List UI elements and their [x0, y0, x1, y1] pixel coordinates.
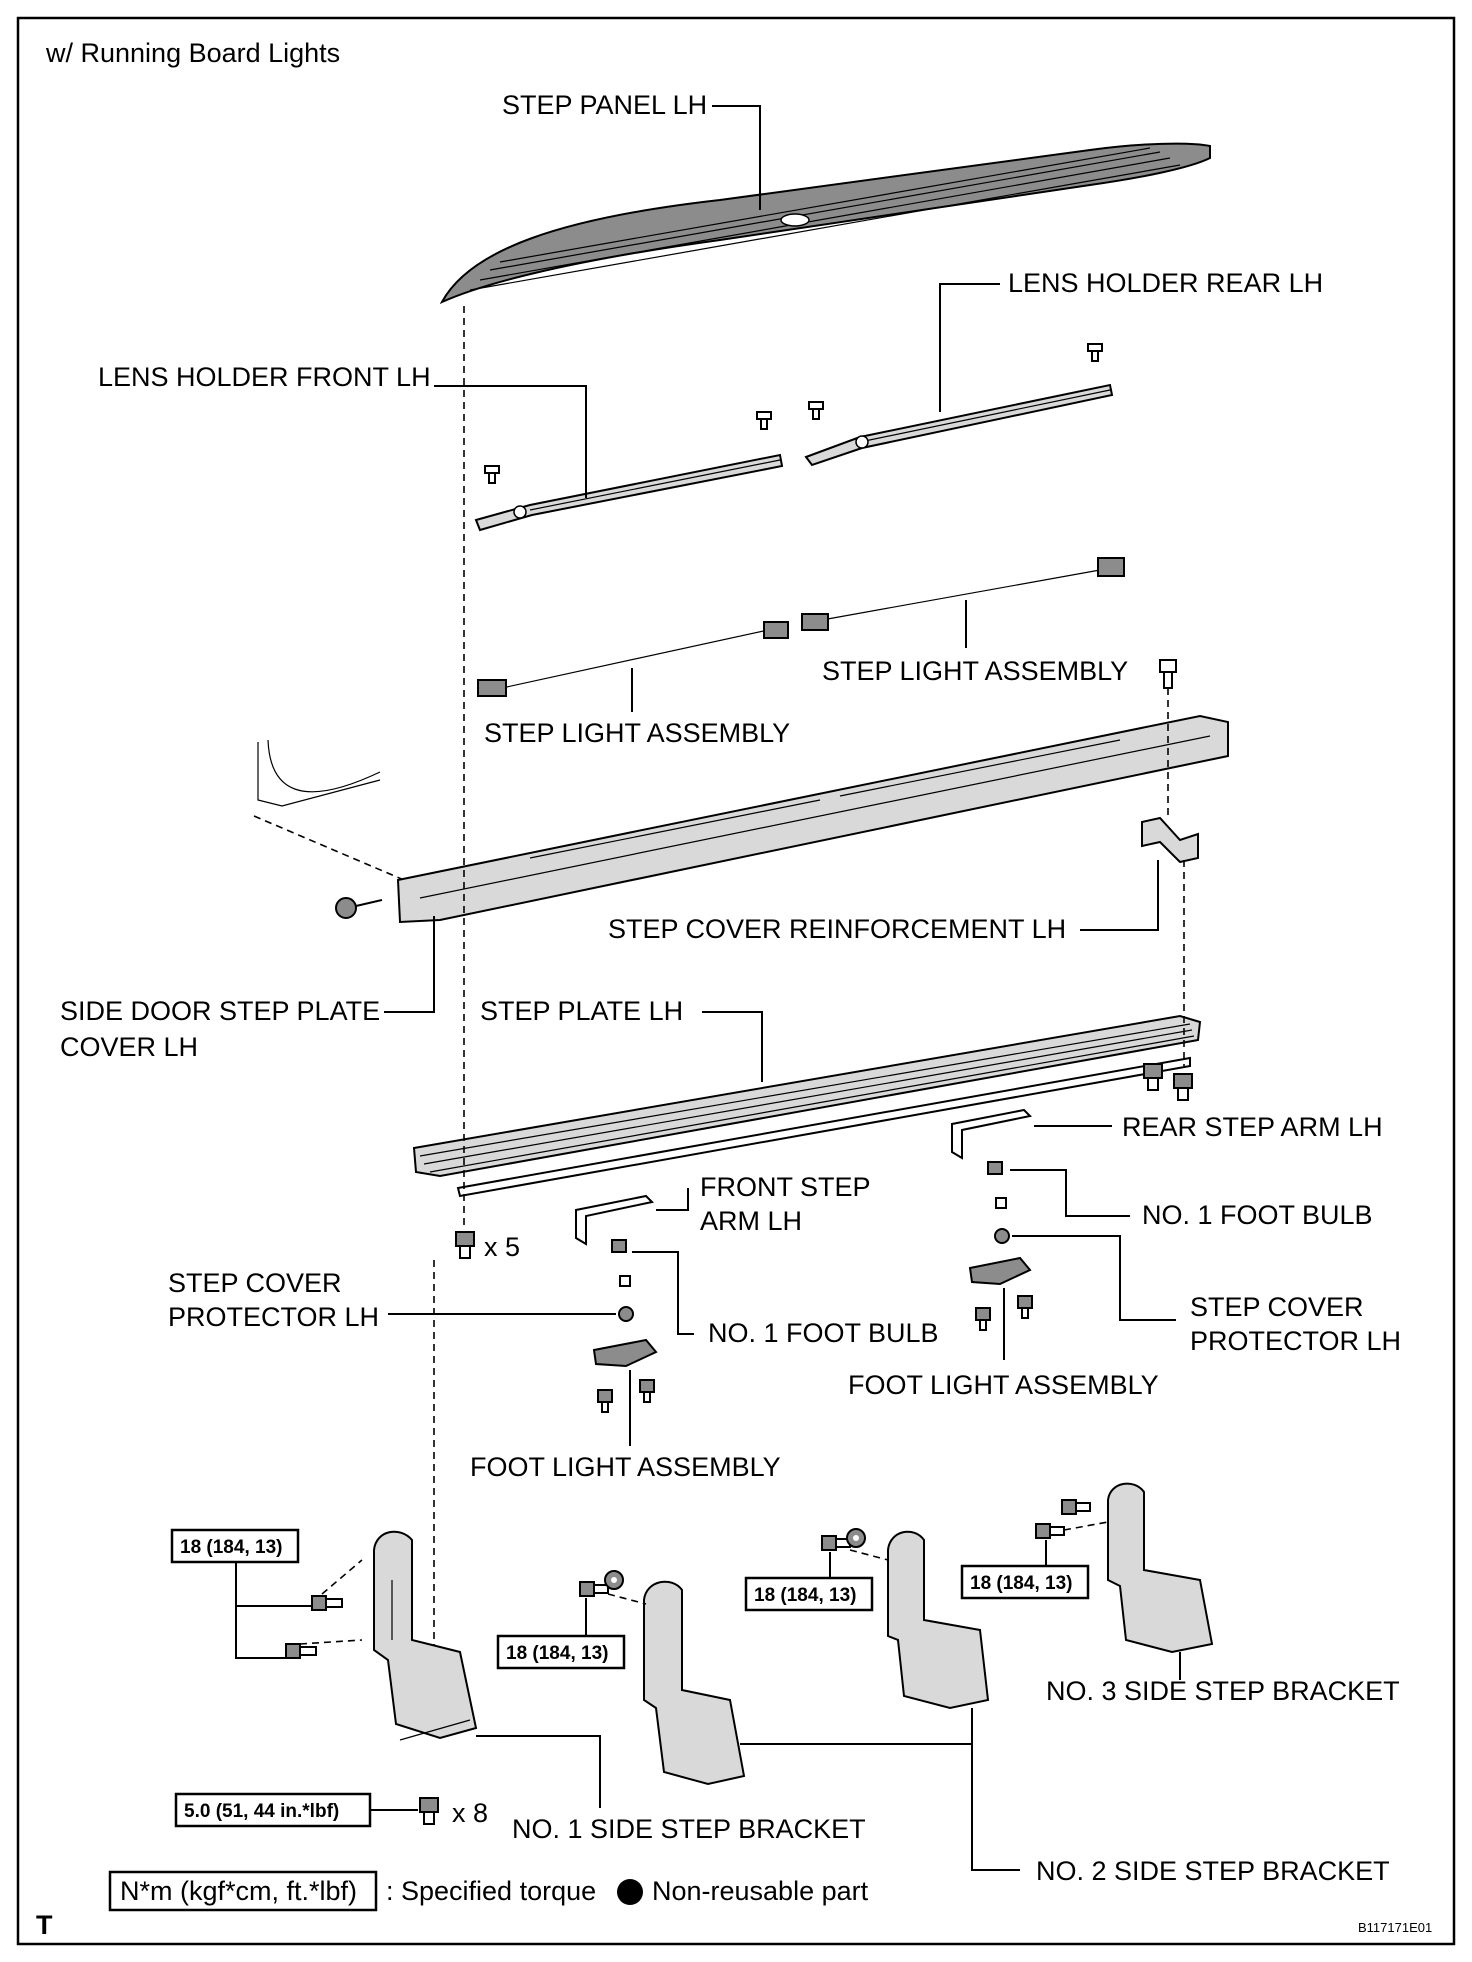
legend-torque-unit: N*m (kgf*cm, ft.*lbf): [120, 1876, 357, 1906]
torque-5: 5.0 (51, 44 in.*lbf): [184, 1801, 339, 1822]
legend-torque-text: : Specified torque: [386, 1876, 596, 1906]
vehicle-body-outline: [257, 739, 381, 807]
variant-label: w/ Running Board Lights: [45, 38, 340, 68]
label-bracket-3: NO. 3 SIDE STEP BRACKET: [1046, 1676, 1400, 1706]
bracket-3-bolt-a: [1035, 1523, 1065, 1539]
rear-cover-protector-part: [994, 1228, 1010, 1244]
label-front-step-arm-1: FRONT STEP: [700, 1172, 871, 1202]
side-step-bracket-1-part: [373, 1530, 478, 1741]
bracket-2b-nut: [846, 1528, 866, 1548]
bracket-2a-nut: [604, 1570, 624, 1590]
lens-holder-rear-part: [804, 383, 1114, 467]
figure-id: B117171E01: [1358, 1920, 1432, 1935]
bracket-2a-bolt: [579, 1581, 609, 1597]
label-side-door-plate-1: SIDE DOOR STEP PLATE: [60, 996, 380, 1026]
torque-2: 18 (184, 13): [506, 1643, 608, 1664]
side-step-bracket-2b-part: [887, 1530, 990, 1710]
lens-holder-front-part: [474, 453, 784, 532]
label-side-door-plate-2: COVER LH: [60, 1032, 198, 1062]
label-cover-protector-front-2: PROTECTOR LH: [168, 1302, 379, 1332]
bracket-1-bolt-b: [285, 1643, 317, 1659]
label-step-light-front: STEP LIGHT ASSEMBLY: [484, 718, 790, 748]
label-foot-bulb-front: NO. 1 FOOT BULB: [708, 1318, 939, 1348]
bracket-1-bottom-bolt: [419, 1797, 439, 1825]
label-lens-holder-rear: LENS HOLDER REAR LH: [1008, 268, 1323, 298]
corner-mark: T: [36, 1910, 53, 1940]
label-foot-light-rear: FOOT LIGHT ASSEMBLY: [848, 1370, 1159, 1400]
front-step-arm-part: [575, 1194, 655, 1246]
label-step-cover-reinforcement: STEP COVER REINFORCEMENT LH: [608, 914, 1066, 944]
label-qty-5: x 5: [484, 1232, 520, 1262]
rear-foot-bulb-part: [987, 1161, 1007, 1209]
lens-screw-1: [484, 465, 500, 484]
bracket-1-bolt-a: [311, 1595, 343, 1611]
rear-step-arm-part: [951, 1108, 1033, 1160]
label-rear-step-arm: REAR STEP ARM LH: [1122, 1112, 1383, 1142]
step-light-front-part: [477, 621, 789, 697]
side-step-bracket-2a-part: [643, 1580, 746, 1786]
label-foot-bulb-rear: NO. 1 FOOT BULB: [1142, 1200, 1373, 1230]
bracket-2b-bolt: [821, 1535, 851, 1551]
label-cover-protector-front-1: STEP COVER: [168, 1268, 342, 1298]
lens-screw-2: [756, 411, 772, 430]
label-foot-light-front: FOOT LIGHT ASSEMBLY: [470, 1452, 781, 1482]
label-bracket-2: NO. 2 SIDE STEP BRACKET: [1036, 1856, 1390, 1886]
top-bolt: [1159, 659, 1177, 689]
label-step-plate: STEP PLATE LH: [480, 996, 683, 1026]
label-lens-holder-front: LENS HOLDER FRONT LH: [98, 362, 431, 392]
label-cover-protector-rear-1: STEP COVER: [1190, 1292, 1364, 1322]
front-cover-protector-part: [618, 1306, 634, 1322]
torque-3: 18 (184, 13): [754, 1585, 856, 1606]
side-door-step-plate-cover-part: [396, 714, 1229, 924]
step-panel-part: [439, 142, 1211, 305]
nonreusable-dot-icon: [617, 1879, 643, 1905]
torque-4: 18 (184, 13): [970, 1573, 1072, 1594]
front-foot-light-part: [592, 1338, 658, 1413]
cover-bolt: [335, 897, 383, 919]
side-step-bracket-3-part: [1107, 1482, 1214, 1654]
step-cover-reinforcement-part: [1141, 816, 1199, 864]
step-plate-part: [412, 1014, 1202, 1198]
label-qty-8: x 8: [452, 1798, 488, 1828]
label-step-light-rear: STEP LIGHT ASSEMBLY: [822, 656, 1128, 686]
torque-1: 18 (184, 13): [180, 1537, 282, 1558]
legend-nonreusable-text: Non-reusable part: [652, 1876, 869, 1906]
plate-bolt-1: [1143, 1063, 1163, 1091]
bracket-3-bolt-b: [1061, 1499, 1091, 1515]
front-foot-bulb-part: [611, 1239, 631, 1287]
step-light-rear-part: [801, 557, 1125, 631]
rear-foot-light-part: [968, 1256, 1033, 1331]
lens-screw-3: [808, 401, 824, 420]
plate-bolt-2: [1173, 1073, 1193, 1101]
label-bracket-1: NO. 1 SIDE STEP BRACKET: [512, 1814, 866, 1844]
label-step-panel: STEP PANEL LH: [502, 90, 707, 120]
label-cover-protector-rear-2: PROTECTOR LH: [1190, 1326, 1401, 1356]
label-front-step-arm-2: ARM LH: [700, 1206, 802, 1236]
lens-screw-4: [1087, 343, 1103, 362]
diagram-frame: [16, 16, 1456, 1946]
x5-bolt: [455, 1231, 475, 1259]
